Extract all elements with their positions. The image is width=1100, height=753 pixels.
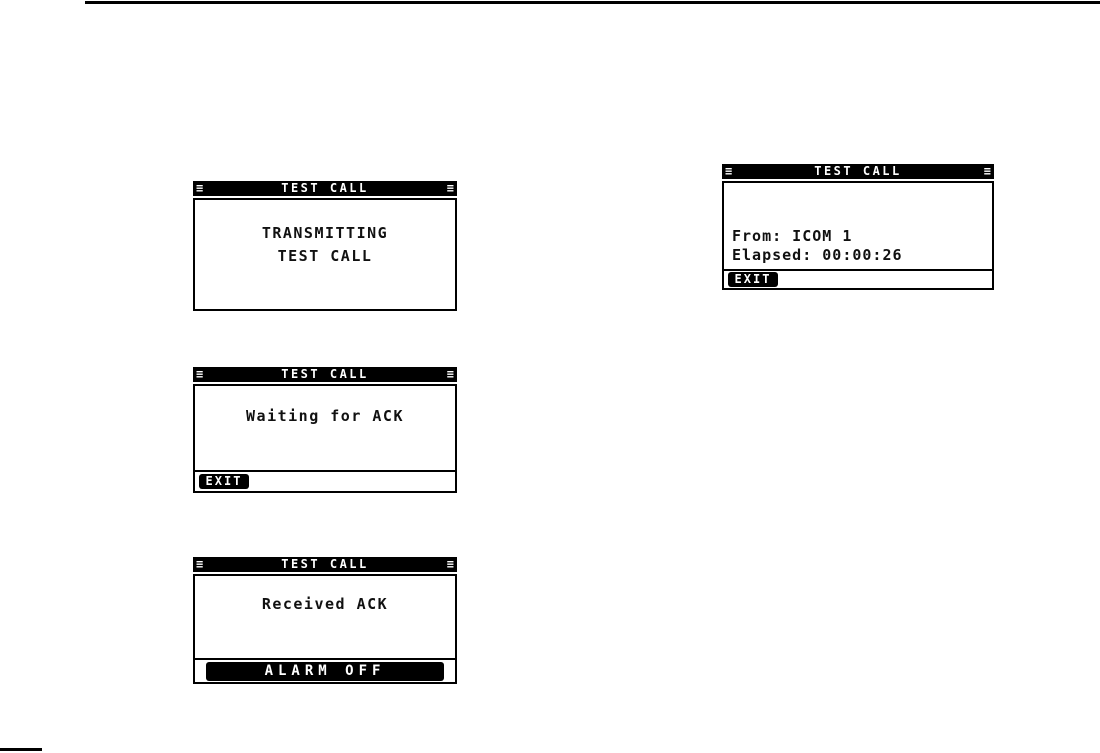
menu-icon[interactable]: ≡ <box>725 163 733 178</box>
lcd-header: ≡ TEST CALL ≡ <box>193 181 457 196</box>
menu-icon[interactable]: ≡ <box>196 556 204 571</box>
page-top-rule <box>85 1 1100 4</box>
menu-icon[interactable]: ≡ <box>983 163 991 178</box>
lcd-body: Received ACK <box>193 574 457 660</box>
lcd-screen-received-ack: ≡ TEST CALL ≡ Received ACK ALARM OFF <box>193 557 457 684</box>
alarm-off-button[interactable]: ALARM OFF <box>206 661 444 681</box>
page-bottom-crop-mark <box>0 748 42 751</box>
lcd-body: TRANSMITTING TEST CALL <box>193 198 457 311</box>
screen-title: TEST CALL <box>281 556 369 571</box>
menu-icon[interactable]: ≡ <box>446 556 454 571</box>
status-message-line1: TRANSMITTING <box>261 224 389 242</box>
lcd-screen-transmitting: ≡ TEST CALL ≡ TRANSMITTING TEST CALL <box>193 181 457 311</box>
exit-button[interactable]: EXIT <box>728 272 778 287</box>
status-message: Waiting for ACK <box>246 407 404 425</box>
softkey-bar: EXIT <box>722 271 994 290</box>
exit-button[interactable]: EXIT <box>199 474 249 489</box>
lcd-body: Waiting for ACK <box>193 384 457 472</box>
screen-title: TEST CALL <box>814 163 902 178</box>
elapsed-line: Elapsed: 00:00:26 <box>732 246 903 264</box>
lcd-header: ≡ TEST CALL ≡ <box>722 164 994 179</box>
status-message: Received ACK <box>261 595 389 613</box>
softkey-bar: ALARM OFF <box>193 660 457 684</box>
menu-icon[interactable]: ≡ <box>196 180 204 195</box>
menu-icon[interactable]: ≡ <box>446 180 454 195</box>
screen-title: TEST CALL <box>281 180 369 195</box>
menu-icon[interactable]: ≡ <box>196 366 204 381</box>
lcd-screen-incoming-call: ≡ TEST CALL ≡ From: ICOM 1 Elapsed: 00:0… <box>722 164 994 290</box>
lcd-body: From: ICOM 1 Elapsed: 00:00:26 <box>722 181 994 271</box>
softkey-bar: EXIT <box>193 472 457 493</box>
lcd-header: ≡ TEST CALL ≡ <box>193 367 457 382</box>
lcd-screen-waiting-for-ack: ≡ TEST CALL ≡ Waiting for ACK EXIT <box>193 367 457 493</box>
menu-icon[interactable]: ≡ <box>446 366 454 381</box>
from-line: From: ICOM 1 <box>732 227 853 245</box>
lcd-header: ≡ TEST CALL ≡ <box>193 557 457 572</box>
status-message-line2: TEST CALL <box>277 247 373 265</box>
screen-title: TEST CALL <box>281 366 369 381</box>
